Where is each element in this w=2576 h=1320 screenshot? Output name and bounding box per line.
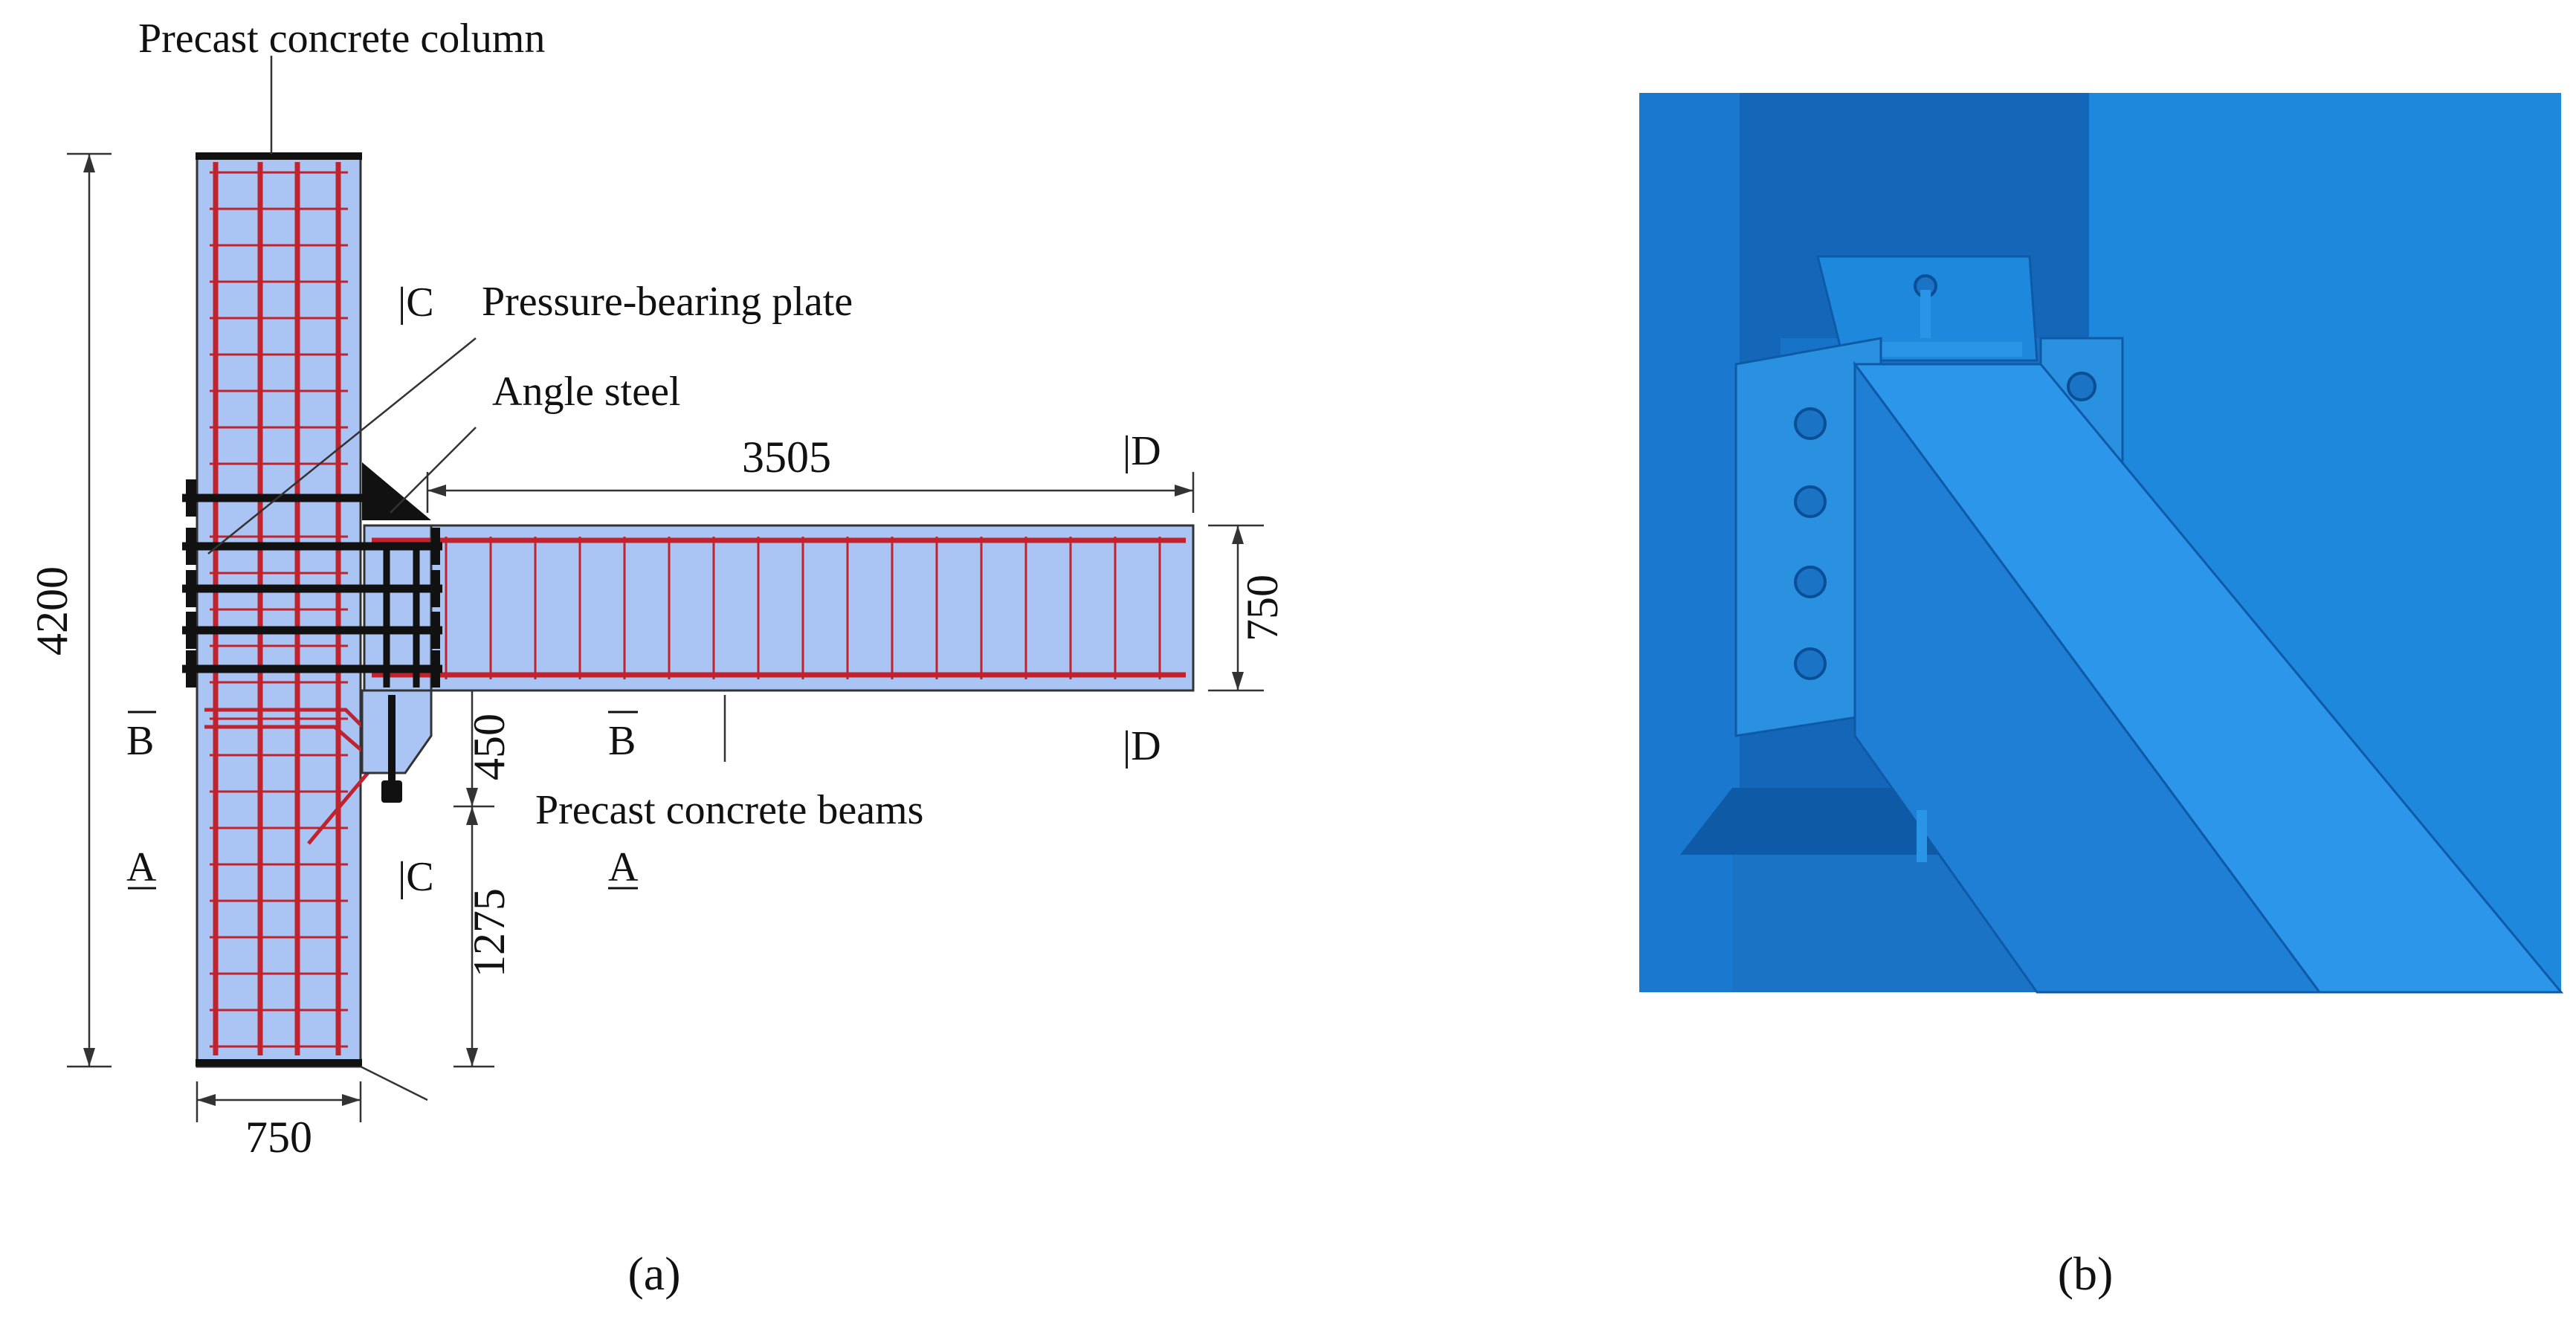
column-top-plate xyxy=(196,152,362,160)
dim-beam-length: 3505 xyxy=(742,433,831,482)
column-bottom-plate xyxy=(196,1059,362,1067)
section-c-top: |C xyxy=(398,279,434,326)
angle-steel-top xyxy=(362,462,431,520)
corbel-bracket xyxy=(361,689,433,774)
dim-column-width: 750 xyxy=(245,1113,312,1162)
dim-column-height: 4200 xyxy=(28,566,77,656)
model-bolt-heads xyxy=(1794,274,2096,680)
beam-longitudinal-bars xyxy=(372,537,1186,678)
dimension-lines xyxy=(67,152,1264,1122)
section-b-left: B xyxy=(126,718,154,764)
section-d-top: |D xyxy=(1123,428,1161,474)
model-top-plate xyxy=(1859,342,2022,357)
label-beams: Precast concrete beams xyxy=(535,787,923,833)
dim-beam-depth: 750 xyxy=(1238,575,1287,641)
section-d-bottom: |D xyxy=(1123,723,1161,769)
panel-a-drawing: Precast concrete column Pressure-bearing… xyxy=(28,16,1287,1300)
beam-stirrups xyxy=(445,537,1161,679)
label-angle-steel: Angle steel xyxy=(492,369,680,415)
dimension-ticks xyxy=(83,154,1244,1106)
label-pressure-plate: Pressure-bearing plate xyxy=(482,279,853,325)
section-c-bottom: |C xyxy=(398,854,434,900)
dim-gap-450: 450 xyxy=(465,714,514,780)
caption-a: (a) xyxy=(627,1247,680,1300)
model-vertical-bolts xyxy=(1917,290,1931,862)
section-a-left: A xyxy=(126,844,157,890)
leader-lines xyxy=(207,56,726,1101)
model-beam-side xyxy=(1853,360,2322,994)
label-column: Precast concrete column xyxy=(138,16,545,62)
beam-body xyxy=(363,524,1195,692)
corbel-bolt-nut xyxy=(381,780,402,803)
section-b-right: B xyxy=(608,718,636,764)
section-marks xyxy=(128,711,638,890)
column-longitudinal-bars xyxy=(213,162,341,1055)
dim-gap-1275: 1275 xyxy=(465,888,514,977)
model-column-strip xyxy=(1639,93,1740,992)
vertical-bolts xyxy=(383,546,420,688)
section-a-right: A xyxy=(608,844,639,890)
panel-b-model: (b) xyxy=(1639,93,2564,1300)
bolt-nuts xyxy=(186,479,440,688)
caption-b: (b) xyxy=(2058,1247,2114,1300)
